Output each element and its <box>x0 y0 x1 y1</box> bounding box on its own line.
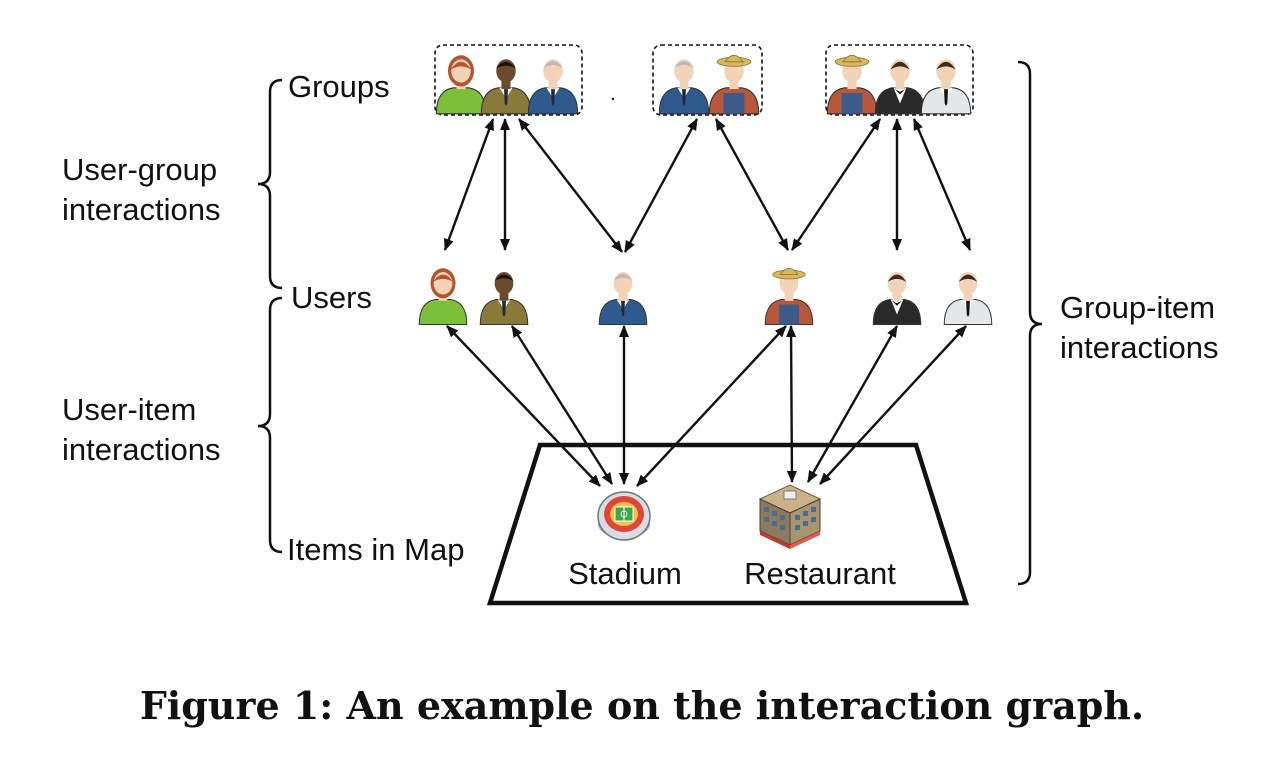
edge-g1-u3 <box>518 118 623 253</box>
group-3-member-farmer <box>826 54 878 115</box>
group-item-label-line1: Group-item <box>1060 290 1215 325</box>
edge-u4-stadium <box>636 325 787 487</box>
user-avatar-waiter <box>872 272 922 325</box>
users-label: Users <box>291 280 372 315</box>
user-group-label-line2: interactions <box>62 192 221 227</box>
edge-u4-restaurant <box>786 325 797 483</box>
restaurant-label: Restaurant <box>744 556 896 591</box>
user-avatar-man-white <box>943 272 993 325</box>
avatars-layer <box>418 54 993 325</box>
items-in-map-label: Items in Map <box>287 532 464 567</box>
group-item-label-line2: interactions <box>1060 330 1219 365</box>
user-item-label-line1: User-item <box>62 392 196 427</box>
group-3-member-man-white <box>920 59 972 115</box>
edge-g3-u6 <box>912 118 972 251</box>
group-1-member-man-blue <box>527 59 579 115</box>
edge-u1-stadium <box>446 325 601 487</box>
edge-u2-stadium <box>510 325 614 485</box>
edge-g3-u4 <box>791 118 881 251</box>
edge-g1-u1 <box>443 118 495 251</box>
stray-dot <box>611 97 615 101</box>
group-item-brace <box>1017 60 1043 586</box>
user-avatar-woman-green <box>418 268 468 325</box>
user-avatar-man-olive <box>479 272 529 325</box>
group-box-3 <box>825 44 974 116</box>
group-box-1 <box>434 44 583 116</box>
group-3-member-waiter <box>874 59 926 115</box>
user-group-label-line1: User-group <box>62 152 217 187</box>
user-item-brace <box>257 296 283 554</box>
group-1-member-woman-green <box>435 55 487 115</box>
stadium-label: Stadium <box>568 556 682 591</box>
group-2-member-farmer <box>708 54 760 115</box>
user-item-edges <box>446 325 967 487</box>
user-avatar-farmer <box>764 267 814 325</box>
group-1-member-man-olive <box>480 59 532 115</box>
user-item-label-line2: interactions <box>62 432 221 467</box>
stadium-icon <box>597 491 651 541</box>
edge-u6-restaurant <box>819 325 967 485</box>
user-group-edges <box>443 118 972 253</box>
groups-label: Groups <box>288 69 390 104</box>
group-2-member-man-blue <box>658 59 710 115</box>
user-avatar-man-blue <box>598 272 648 325</box>
edge-g2-u4 <box>714 118 790 251</box>
restaurant-icon <box>758 484 822 549</box>
edge-g2-u3 <box>623 118 699 253</box>
group-box-2 <box>652 44 763 116</box>
figure-caption: Figure 1: An example on the interaction … <box>139 683 1145 728</box>
user-group-brace <box>257 78 283 290</box>
